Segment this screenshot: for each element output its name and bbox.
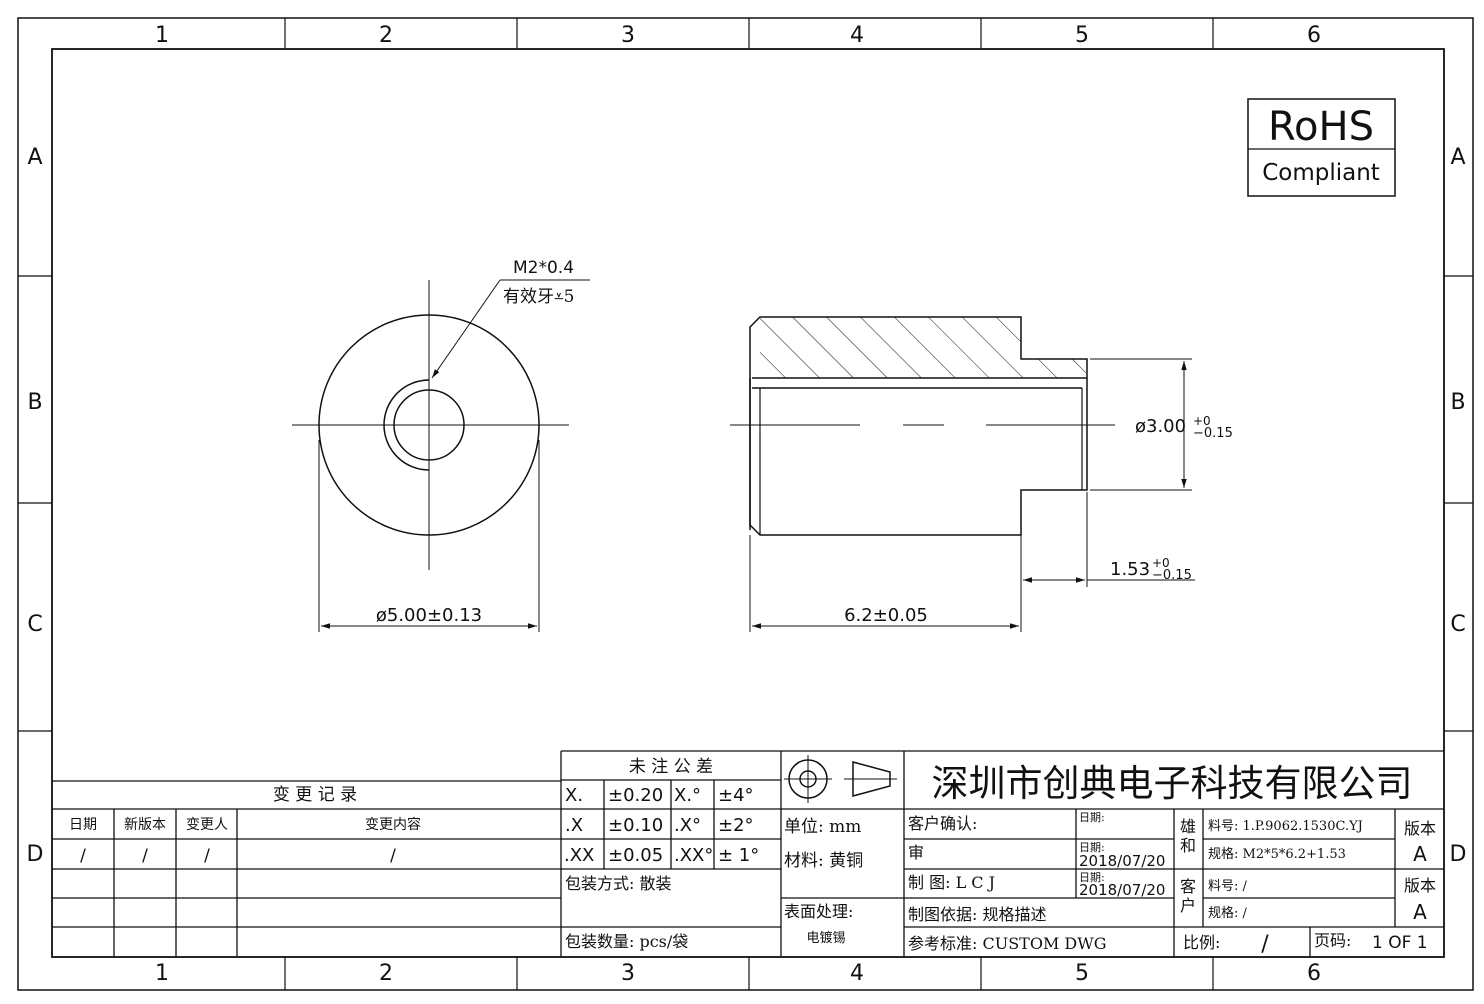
- change-record-title: 变 更 记 录: [273, 785, 357, 805]
- row-label-d-right: D: [1450, 842, 1467, 867]
- title-block: [52, 750, 1444, 957]
- review-label: 审: [908, 843, 924, 862]
- small-diameter-dim: ø3.00: [1135, 416, 1186, 437]
- change-row-version: /: [142, 846, 148, 866]
- thread-depth-note: 有效牙⩡5: [503, 287, 574, 307]
- version-label-2: 版本: [1404, 876, 1436, 895]
- tol-r1-c4: ±4°: [718, 785, 754, 806]
- tol-r3-c3: .XX°: [674, 845, 713, 866]
- rohs-subtitle: Compliant: [1262, 160, 1380, 186]
- tol-r3-c2: ±0.05: [608, 845, 663, 866]
- col-label-6-bottom: 6: [1307, 961, 1321, 986]
- change-row-person: /: [204, 846, 210, 866]
- col-label-5-bottom: 5: [1075, 961, 1089, 986]
- row-label-a-right: A: [1450, 145, 1465, 170]
- company-name: 深圳市创典电子科技有限公司: [932, 762, 1413, 805]
- zone-dividers: [18, 18, 1473, 990]
- reference-standard: 参考标准: CUSTOM DWG: [908, 934, 1106, 953]
- col-label-1-bottom: 1: [155, 961, 169, 986]
- col-label-6: 6: [1307, 23, 1321, 48]
- step-length-tol-lower: −0.15: [1152, 568, 1192, 583]
- scale-label: 比例:: [1183, 933, 1220, 952]
- plating-value: 电镀锡: [806, 930, 845, 946]
- part-number: 料号: 1.P.9062.1530C.YJ: [1208, 819, 1363, 834]
- version-value-2: A: [1413, 900, 1427, 924]
- col-label-3-bottom: 3: [621, 961, 635, 986]
- tol-r1-c3: X.°: [674, 785, 701, 806]
- rohs-badge: RoHS Compliant: [1247, 98, 1396, 197]
- outer-diameter-dim: ø5.00±0.13: [376, 605, 482, 626]
- customer-part-number: 料号: /: [1208, 879, 1248, 894]
- row-label-d: D: [27, 842, 44, 867]
- change-header-version: 新版本: [124, 817, 166, 833]
- material-label: 材料: 黄铜: [784, 851, 863, 871]
- customer-spec: 规格: /: [1208, 905, 1248, 921]
- row-label-c: C: [27, 612, 42, 637]
- change-header-content: 变更内容: [365, 816, 421, 833]
- tol-r2-c2: ±0.10: [608, 815, 663, 836]
- row-label-c-right: C: [1450, 612, 1465, 637]
- date-value-1: 2018/07/20: [1079, 852, 1165, 870]
- tol-r1-c2: ±0.20: [608, 785, 663, 806]
- packing-method: 包装方式: 散装: [565, 874, 671, 893]
- spec: 规格: M2*5*6.2+1.53: [1208, 846, 1346, 862]
- drawing-basis: 制图依据: 规格描述: [908, 905, 1046, 924]
- side-view: 6.2±0.05 ø3.00 +0 −0.15 1.53 +0 −0.15: [730, 316, 1233, 632]
- row-label-b-right: B: [1450, 390, 1465, 415]
- tol-r1-c1: X.: [565, 785, 583, 806]
- tol-r2-c4: ±2°: [718, 815, 754, 836]
- change-header-person: 变更人: [186, 817, 228, 833]
- row-label-a: A: [27, 145, 42, 170]
- drawn-by: 制 图: L C J: [908, 873, 995, 892]
- tolerance-title: 未 注 公 差: [629, 757, 713, 777]
- col-label-4: 4: [850, 23, 864, 48]
- change-header-date: 日期: [69, 817, 97, 833]
- small-diameter-tol-lower: −0.15: [1193, 426, 1233, 441]
- row-label-b: B: [27, 390, 42, 415]
- surface-treatment-label: 表面处理:: [784, 902, 853, 921]
- tol-r2-c3: .X°: [674, 815, 701, 836]
- thread-note: M2*0.4: [513, 258, 574, 278]
- customer-char-2: 户: [1180, 896, 1196, 915]
- version-label: 版本: [1404, 819, 1436, 838]
- xionghe-char-2: 和: [1180, 836, 1196, 855]
- col-label-2-bottom: 2: [379, 961, 393, 986]
- col-label-5: 5: [1075, 23, 1089, 48]
- tol-r3-c1: .XX: [564, 845, 594, 866]
- rohs-title: RoHS: [1268, 104, 1374, 150]
- page-label: 页码:: [1314, 931, 1351, 950]
- length-dim: 6.2±0.05: [844, 605, 928, 626]
- step-length-tol-upper: +0: [1152, 556, 1170, 570]
- date-label-2: 日期:: [1079, 841, 1105, 854]
- xionghe-char-1: 雄: [1180, 817, 1196, 836]
- front-view: M2*0.4 有效牙⩡5 ø5.00±0.13: [292, 258, 590, 632]
- small-diameter-tol-upper: +0: [1193, 414, 1211, 428]
- unit-label: 单位: mm: [784, 817, 861, 837]
- col-label-2: 2: [379, 23, 393, 48]
- customer-confirm: 客户确认:: [908, 814, 977, 833]
- projection-symbol-icon: [784, 755, 897, 803]
- change-row-content: /: [390, 846, 396, 866]
- scale-value: /: [1261, 932, 1269, 957]
- outer-border: [17, 17, 1474, 991]
- tol-r3-c4: ± 1°: [718, 845, 759, 866]
- customer-char-1: 客: [1180, 877, 1196, 896]
- col-label-4-bottom: 4: [850, 961, 864, 986]
- version-value: A: [1413, 842, 1427, 866]
- step-length-dim: 1.53: [1110, 559, 1150, 580]
- date-label-1: 日期:: [1079, 811, 1105, 824]
- page-value: 1 OF 1: [1372, 933, 1428, 953]
- change-row-date: /: [80, 846, 86, 866]
- tol-r2-c1: .X: [565, 815, 583, 836]
- col-label-3: 3: [621, 23, 635, 48]
- date-label-3: 日期:: [1079, 871, 1105, 884]
- date-value-2: 2018/07/20: [1079, 881, 1165, 899]
- col-label-1: 1: [155, 23, 169, 48]
- packing-quantity: 包装数量: pcs/袋: [565, 932, 688, 951]
